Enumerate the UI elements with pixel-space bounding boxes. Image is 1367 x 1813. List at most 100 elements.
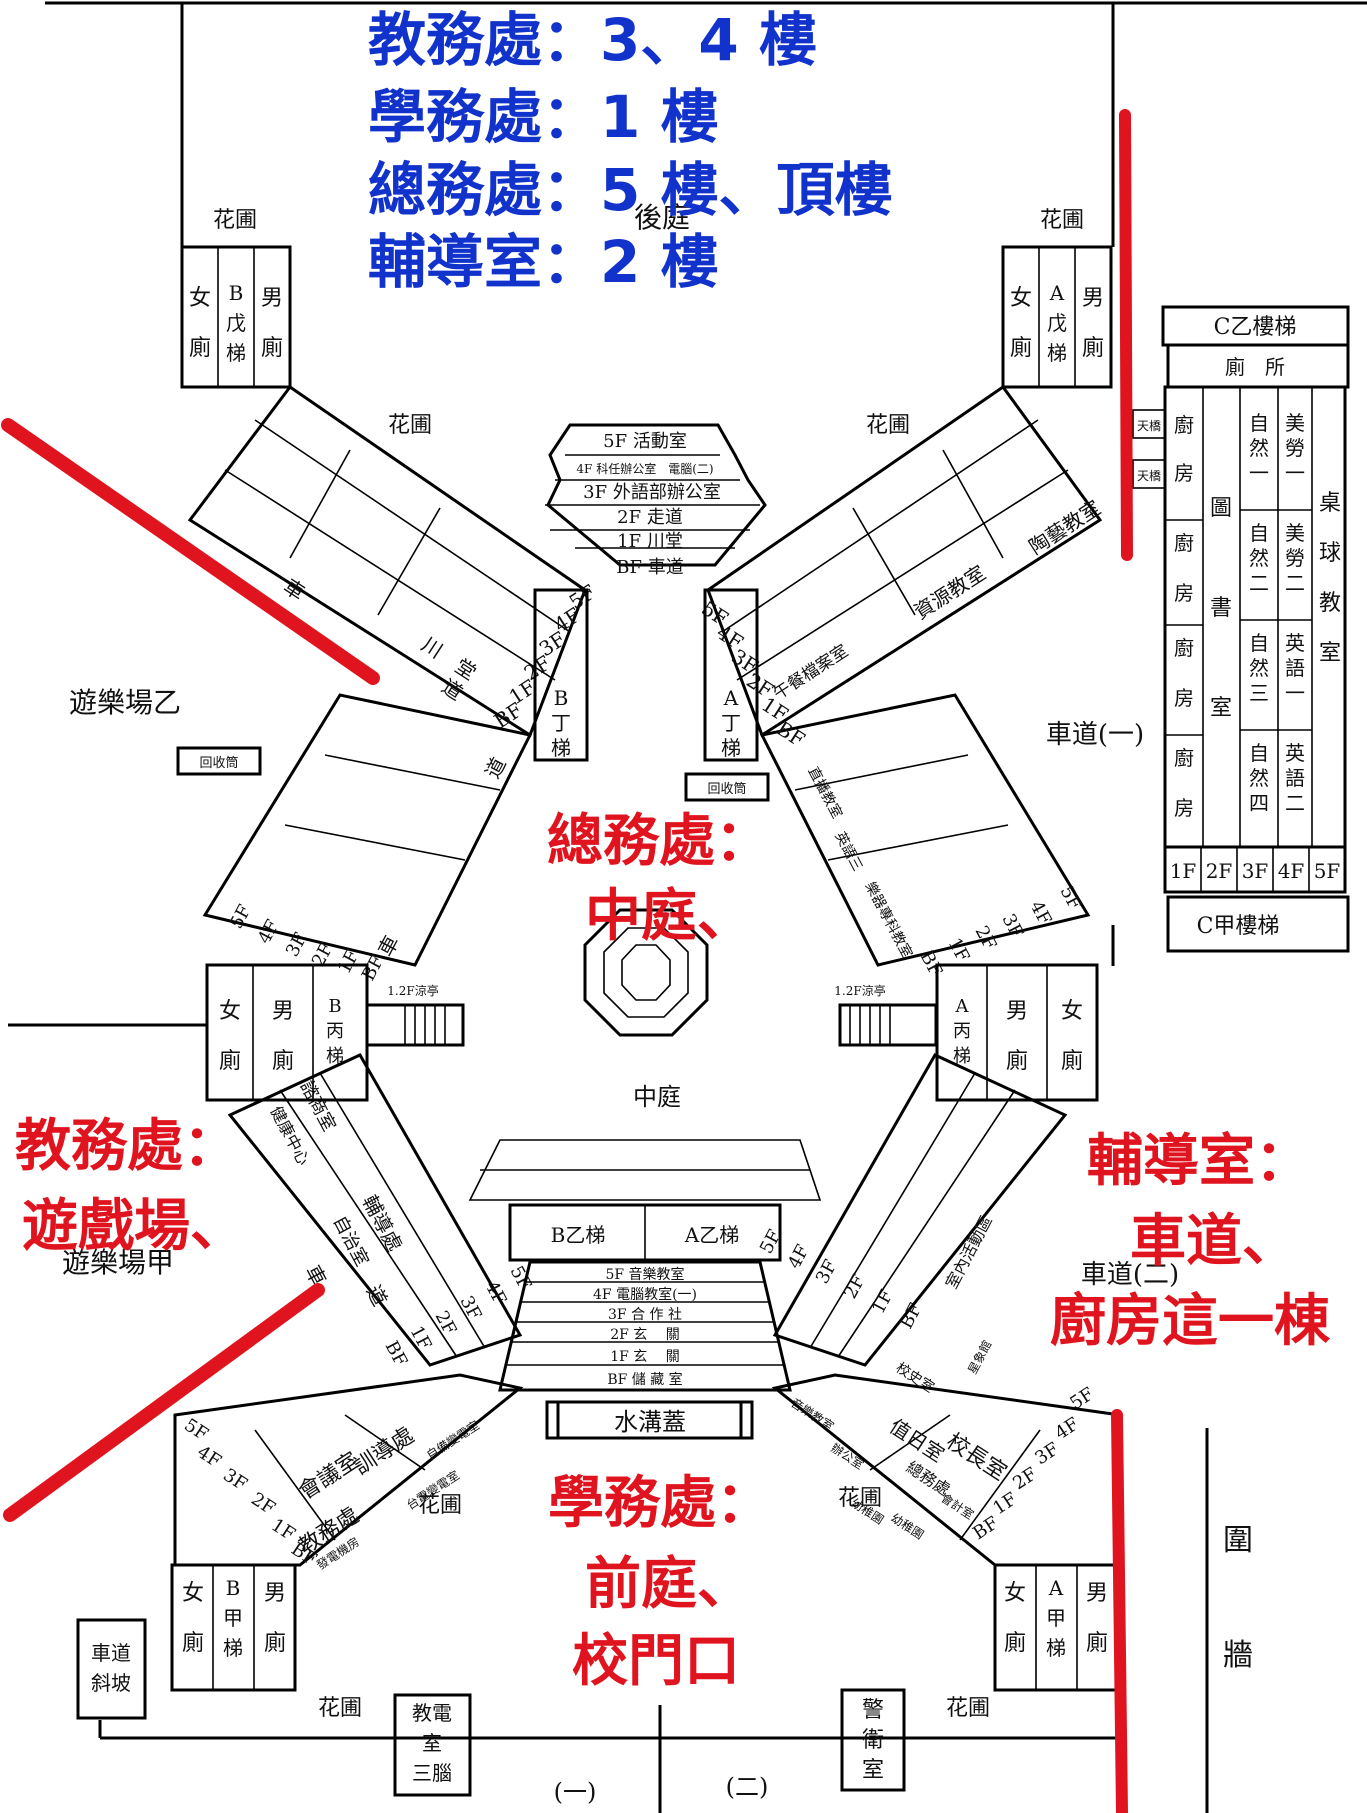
pavilion-left: 1.2F涼亭 xyxy=(365,983,465,1047)
playground-b-label: 遊樂場乙 xyxy=(69,686,181,719)
svg-text:回收筒: 回收筒 xyxy=(707,781,746,797)
svg-text:水溝蓋: 水溝蓋 xyxy=(614,1408,686,1436)
assignment-line-4: 輔導室：2 樓 xyxy=(368,228,719,296)
svg-text:5F 活動室: 5F 活動室 xyxy=(603,431,687,452)
svg-text:勞: 勞 xyxy=(1285,436,1305,460)
svg-text:2F: 2F xyxy=(840,1271,870,1302)
svg-text:自備變電室: 自備變電室 xyxy=(423,1417,482,1462)
svg-text:自: 自 xyxy=(1249,521,1269,545)
svg-text:3F: 3F xyxy=(219,1465,251,1496)
svg-text:廚: 廚 xyxy=(1174,746,1194,770)
svg-text:健康中心: 健康中心 xyxy=(266,1103,313,1168)
gate-2-label: (二) xyxy=(726,1773,769,1801)
red-line-south-west xyxy=(3,1283,325,1522)
svg-text:丙: 丙 xyxy=(326,1021,344,1042)
svg-text:4F: 4F xyxy=(1051,1414,1083,1445)
svg-text:5F: 5F xyxy=(180,1415,212,1446)
svg-text:校史室: 校史室 xyxy=(893,1359,937,1396)
svg-text:廁: 廁 xyxy=(264,1631,286,1656)
svg-text:花圃: 花圃 xyxy=(946,1696,990,1721)
svg-text:回收筒: 回收筒 xyxy=(199,755,238,771)
svg-text:3F: 3F xyxy=(1242,859,1269,883)
svg-text:3F 外語部辦公室: 3F 外語部辦公室 xyxy=(583,482,721,503)
svg-text:三: 三 xyxy=(1249,681,1269,705)
floor-assignments: 教務處：3、4 樓 學務處：1 樓 總務處：5 樓、頂樓 輔導室：2 樓 xyxy=(368,6,893,296)
stair-b-yi-label: B乙梯 xyxy=(551,1223,606,1247)
wing-south-south-east: 值日室 校長室 總務處 會計室 幼稚園 幼稚園 辦公室 音樂教室 校史室 xyxy=(771,1359,1122,1567)
site-boundary xyxy=(8,1,1367,1813)
svg-text:男: 男 xyxy=(1082,286,1104,311)
svg-text:四: 四 xyxy=(1249,791,1269,815)
svg-text:梯: 梯 xyxy=(953,1046,971,1067)
svg-text:甲: 甲 xyxy=(1046,1606,1066,1630)
central-courtyard-label: 中庭 xyxy=(633,1083,681,1111)
svg-text:1F: 1F xyxy=(868,1286,898,1317)
svg-text:室內活動區: 室內活動區 xyxy=(942,1212,996,1292)
svg-text:花圃: 花圃 xyxy=(838,1486,882,1511)
svg-text:然: 然 xyxy=(1249,436,1269,460)
svg-text:車道、: 車道、 xyxy=(1130,1209,1298,1274)
svg-text:廚房這一棟: 廚房這一棟 xyxy=(1050,1289,1331,1354)
tower-bottom-left: 女 廁 B 甲 梯 男 廁 xyxy=(170,1563,297,1692)
svg-text:3F 合 作 社: 3F 合 作 社 xyxy=(608,1307,682,1323)
svg-text:自: 自 xyxy=(1249,411,1269,435)
red-boundary-lines xyxy=(1,109,1133,1813)
svg-text:花圃: 花圃 xyxy=(866,413,910,438)
svg-text:室: 室 xyxy=(1210,696,1232,721)
svg-text:梯: 梯 xyxy=(721,736,741,760)
svg-text:1F: 1F xyxy=(1170,859,1197,883)
svg-text:語: 語 xyxy=(1285,766,1305,790)
svg-text:4F: 4F xyxy=(254,916,284,947)
svg-text:1F 玄 關: 1F 玄 關 xyxy=(610,1348,680,1365)
svg-text:校長室: 校長室 xyxy=(942,1429,1011,1486)
svg-text:女: 女 xyxy=(1004,1581,1026,1606)
svg-text:室: 室 xyxy=(862,1758,884,1783)
svg-text:2F: 2F xyxy=(971,922,1001,953)
svg-text:B: B xyxy=(554,686,569,710)
svg-text:英: 英 xyxy=(1285,631,1305,655)
svg-text:2F 走道: 2F 走道 xyxy=(617,507,683,528)
svg-text:花圃: 花圃 xyxy=(1040,208,1084,233)
wing-west: 道 車 xyxy=(202,693,533,967)
svg-text:英語三: 英語三 xyxy=(831,829,866,874)
svg-text:房: 房 xyxy=(1174,796,1194,820)
svg-text:丁: 丁 xyxy=(551,711,571,735)
driveway-1-label: 車道(一) xyxy=(1046,720,1144,750)
svg-text:廁: 廁 xyxy=(272,1049,294,1074)
svg-text:2F 玄 關: 2F 玄 關 xyxy=(610,1326,680,1343)
red-line-north-west xyxy=(1,418,380,685)
svg-text:BF 儲 藏 室: BF 儲 藏 室 xyxy=(607,1371,682,1388)
svg-text:英: 英 xyxy=(1285,741,1305,765)
electric-room: 教電 室 三腦 xyxy=(393,1693,472,1797)
svg-text:斜坡: 斜坡 xyxy=(91,1671,131,1695)
svg-text:花圃: 花圃 xyxy=(318,1696,362,1721)
svg-text:BF: BF xyxy=(381,1337,412,1370)
assignment-line-1: 教務處：3、4 樓 xyxy=(368,6,817,74)
stair-a-jia-label: A xyxy=(1048,1576,1064,1600)
guard-room: 警 衛 室 xyxy=(840,1688,906,1792)
svg-text:1F 川堂: 1F 川堂 xyxy=(617,531,683,552)
svg-text:廚: 廚 xyxy=(1174,413,1194,437)
svg-text:廁: 廁 xyxy=(1004,1631,1026,1656)
svg-text:1.2F涼亭: 1.2F涼亭 xyxy=(834,983,885,998)
south-stack: B乙梯 A乙梯 5F 音樂教室 4F 電腦教室(一) 3F 合 作 社 2F 玄… xyxy=(468,1139,822,1392)
stair-b-bing-label: B xyxy=(328,996,341,1017)
svg-text:中庭、: 中庭、 xyxy=(585,884,753,949)
tower-mid-right: A 丙 梯 男 廁 女 廁 xyxy=(935,963,1099,1102)
svg-text:戊: 戊 xyxy=(226,311,246,335)
svg-text:直播教室: 直播教室 xyxy=(804,764,845,821)
back-courtyard-label: 後庭 xyxy=(634,201,690,234)
svg-text:勞: 勞 xyxy=(1285,546,1305,570)
svg-text:輔導室：: 輔導室： xyxy=(1087,1129,1311,1194)
svg-text:廁: 廁 xyxy=(1082,336,1104,361)
svg-text:廁: 廁 xyxy=(189,336,211,361)
red-line-south-east xyxy=(1111,1409,1128,1813)
svg-text:廚: 廚 xyxy=(1174,636,1194,660)
svg-text:二: 二 xyxy=(1285,571,1305,595)
stair-a-bing-label: A xyxy=(955,996,970,1017)
tower-top-left: 女 廁 B 戊 梯 男 廁 xyxy=(180,245,292,389)
svg-text:幼稚園: 幼稚園 xyxy=(888,1511,926,1542)
stair-b-wu-label: B xyxy=(229,281,244,305)
svg-text:4F 科任辦公室 電腦(二): 4F 科任辦公室 電腦(二) xyxy=(576,461,713,476)
